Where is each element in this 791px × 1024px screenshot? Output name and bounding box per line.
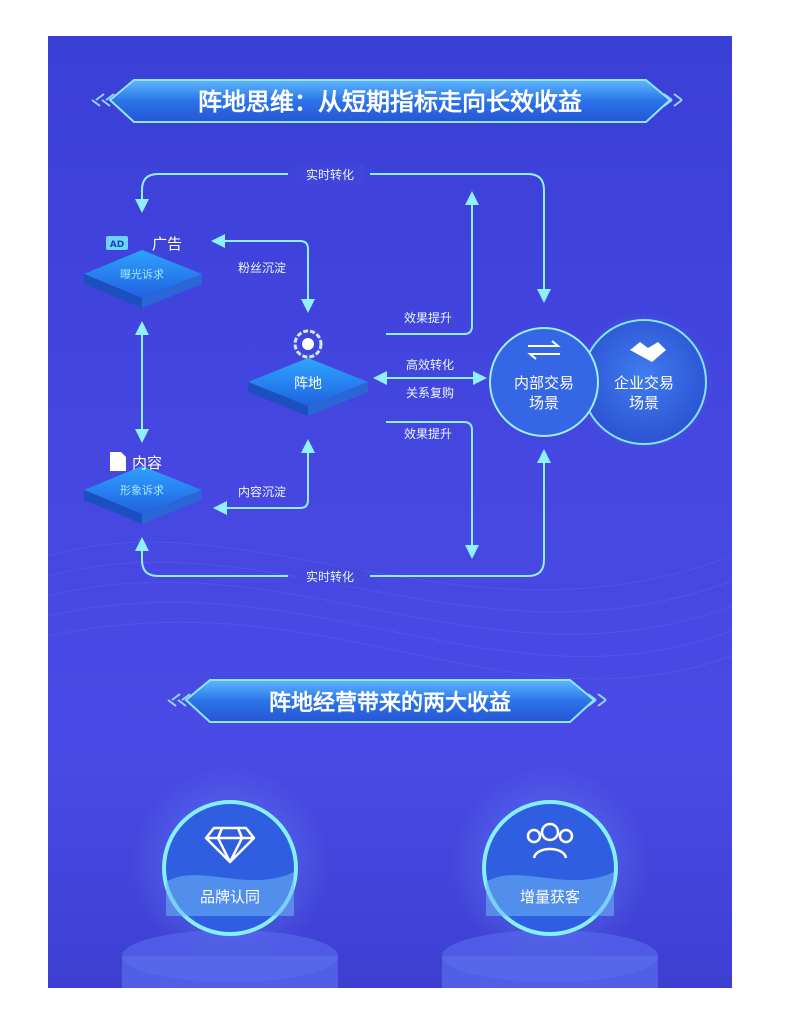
- flow-arrows: [135, 173, 551, 577]
- diamond-icon: [204, 826, 256, 864]
- benefit-brand-label: 品牌认同: [200, 888, 260, 906]
- node-internal: 内部交易 场景: [489, 327, 599, 437]
- node-ad-title: 广告: [152, 235, 182, 253]
- document-icon: [110, 452, 126, 471]
- infographic-panel: 阵地思维：从短期指标走向长效收益 实时转化 实时转化 粉丝沉淀 内容沉淀 效果提…: [48, 36, 732, 988]
- label-fans-settle: 粉丝沉淀: [238, 261, 286, 275]
- label-top-conversion: 实时转化: [306, 167, 354, 182]
- node-content-sub: 形象诉求: [120, 484, 164, 497]
- benefit-acquisition: 增量获客: [442, 766, 658, 988]
- header-banner-2: 阵地经营带来的两大收益: [167, 679, 607, 723]
- node-enterprise-line2: 场景: [629, 394, 659, 412]
- header-title-2: 阵地经营带来的两大收益: [269, 690, 511, 716]
- node-content-title: 内容: [132, 454, 162, 472]
- node-base-title: 阵地: [294, 376, 322, 392]
- label-content-settle: 内容沉淀: [238, 484, 286, 499]
- node-internal-line2: 场景: [529, 394, 559, 412]
- base-emblem-icon: [293, 329, 323, 359]
- label-bottom-conversion: 实时转化: [306, 569, 354, 584]
- label-efficient-conversion: 高效转化: [406, 357, 454, 372]
- exchange-icon: [527, 340, 561, 360]
- background-waves: [48, 541, 732, 680]
- node-base: 阵地: [248, 329, 368, 416]
- header-banner-1: 阵地思维：从短期指标走向长效收益: [91, 79, 683, 123]
- node-internal-line1: 内部交易: [514, 374, 574, 392]
- label-relationship-repurchase: 关系复购: [406, 385, 454, 400]
- label-effect-up-bottom: 效果提升: [404, 426, 452, 441]
- label-effect-up-top: 效果提升: [404, 310, 452, 325]
- benefit-acquisition-label: 增量获客: [520, 888, 580, 906]
- node-enterprise-line1: 企业交易: [614, 374, 674, 392]
- ad-badge-icon: [106, 236, 128, 250]
- node-content: 内容 形象诉求: [84, 452, 202, 524]
- node-ad-sub: 曝光诉求: [120, 267, 164, 281]
- users-icon: [526, 822, 574, 859]
- handshake-icon: [630, 342, 666, 362]
- diagram-canvas: 阵地思维：从短期指标走向长效收益 实时转化 实时转化 粉丝沉淀 内容沉淀 效果提…: [48, 79, 732, 988]
- node-ad: AD 广告 曝光诉求: [84, 235, 202, 308]
- benefit-brand: 品牌认同: [122, 766, 338, 988]
- ad-badge: AD: [110, 240, 124, 250]
- flow-labels: 实时转化 实时转化 粉丝沉淀 内容沉淀 效果提升 效果提升 高效转化 关系复购: [238, 164, 454, 586]
- header-title-1: 阵地思维：从短期指标走向长效收益: [198, 88, 582, 116]
